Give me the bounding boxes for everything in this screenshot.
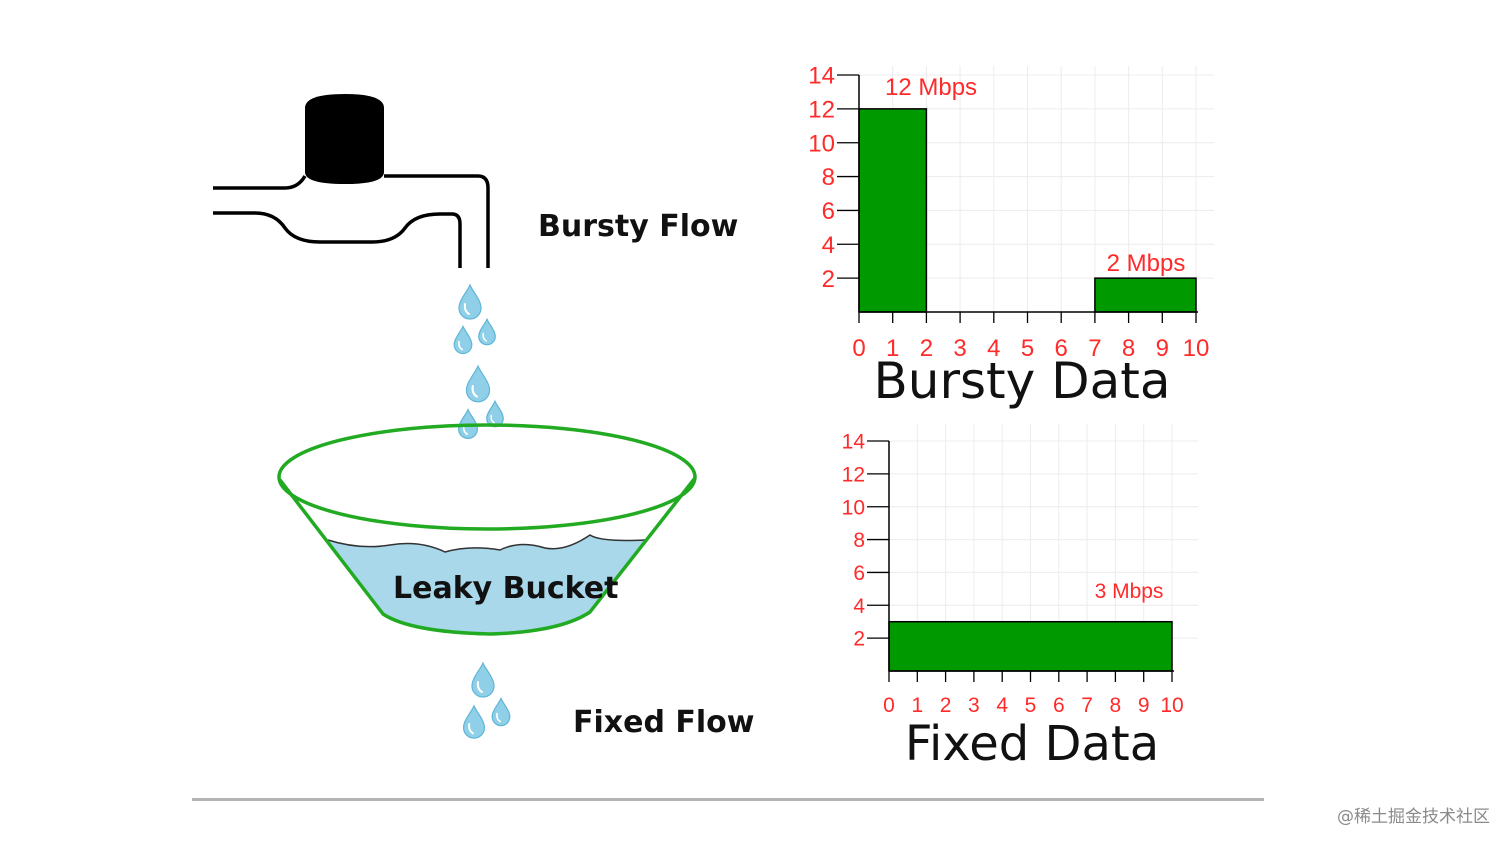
x-tick-label: 0 <box>852 335 865 362</box>
y-tick-label: 8 <box>822 164 835 191</box>
y-tick-label: 6 <box>822 198 835 225</box>
x-tick-label: 4 <box>987 335 1000 362</box>
y-tick-label: 12 <box>842 463 865 486</box>
y-tick-label: 6 <box>853 562 865 585</box>
y-tick-label: 10 <box>842 496 865 519</box>
leaky-bucket-label: Leaky Bucket <box>393 571 619 606</box>
x-tick-label: 5 <box>1025 694 1037 717</box>
y-tick-label: 4 <box>822 232 835 259</box>
x-tick-label: 0 <box>883 694 895 717</box>
x-tick-label: 7 <box>1081 694 1093 717</box>
y-tick-label: 14 <box>842 431 866 454</box>
bar-data-label: 12 Mbps <box>885 74 977 101</box>
fixed-flow-label: Fixed Flow <box>573 705 755 740</box>
x-tick-label: 4 <box>996 694 1008 717</box>
water-drop-icon <box>458 283 482 320</box>
bar-data-label: 2 Mbps <box>1107 250 1186 277</box>
x-tick-label: 9 <box>1138 694 1150 717</box>
bar-data-label: 3 Mbps <box>1095 580 1164 603</box>
x-tick-label: 3 <box>968 694 980 717</box>
x-tick-label: 6 <box>1053 694 1065 717</box>
water-drop-icon <box>486 399 504 428</box>
bucket-icon <box>277 423 697 636</box>
chart-title: Fixed Data <box>905 716 1159 772</box>
bar <box>858 108 928 313</box>
x-tick-label: 5 <box>1021 335 1034 362</box>
x-tick-label: 3 <box>953 335 966 362</box>
water-drops-falling <box>453 283 504 440</box>
x-tick-label: 10 <box>1183 335 1210 362</box>
water-drop-icon <box>465 364 491 403</box>
y-tick-label: 8 <box>853 529 865 552</box>
bar <box>1094 277 1197 313</box>
x-tick-label: 9 <box>1156 335 1169 362</box>
y-tick-label: 14 <box>808 63 835 90</box>
chart-title: Bursty Data <box>873 352 1170 410</box>
y-tick-label: 10 <box>808 130 835 157</box>
water-drop-icon <box>471 661 495 698</box>
bursty-flow-label: Bursty Flow <box>538 209 738 244</box>
bar <box>888 620 1173 672</box>
y-tick-label: 4 <box>853 595 865 618</box>
water-drop-icon <box>453 324 473 355</box>
y-tick-label: 12 <box>808 96 835 123</box>
x-tick-label: 7 <box>1088 335 1101 362</box>
divider-line <box>192 798 1264 801</box>
x-tick-label: 8 <box>1122 335 1135 362</box>
x-tick-label: 2 <box>920 335 933 362</box>
x-tick-label: 1 <box>886 335 899 362</box>
x-tick-label: 1 <box>911 694 923 717</box>
x-tick-label: 10 <box>1160 694 1183 717</box>
water-drop-icon <box>478 317 496 346</box>
water-drop-icon <box>491 696 511 727</box>
y-tick-label: 2 <box>822 266 835 293</box>
watermark: @稀土掘金技术社区 <box>1337 807 1490 827</box>
y-tick-label: 2 <box>853 628 865 651</box>
faucet-icon <box>213 94 490 268</box>
x-tick-label: 2 <box>940 694 952 717</box>
x-tick-label: 6 <box>1055 335 1068 362</box>
x-tick-label: 8 <box>1110 694 1122 717</box>
water-drop-icon <box>462 704 486 739</box>
water-drops-fixed <box>462 661 511 739</box>
